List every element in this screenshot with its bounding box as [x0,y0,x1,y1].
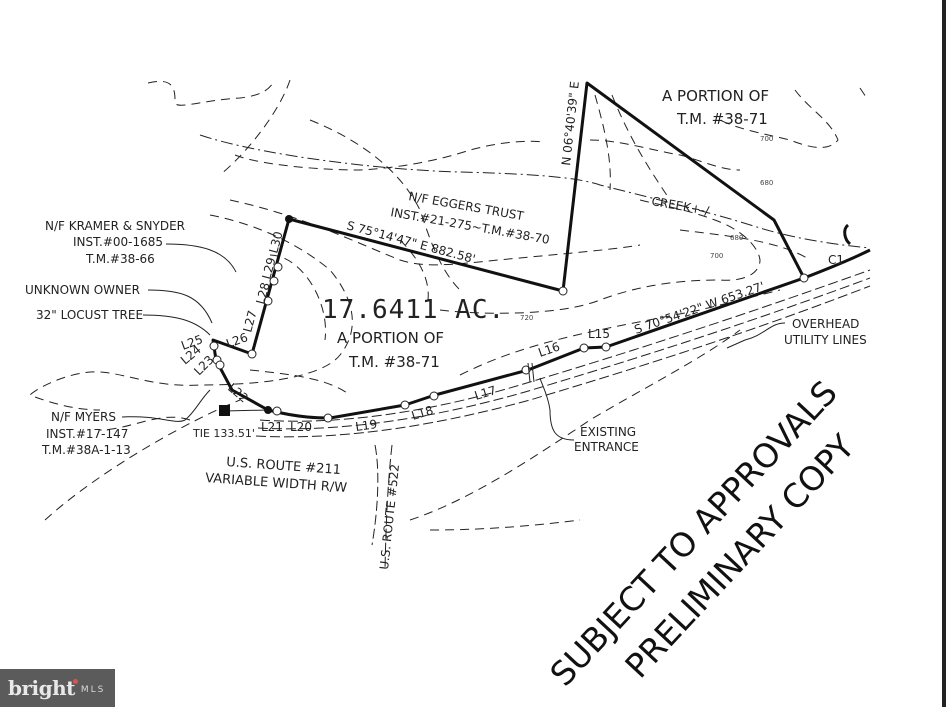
svg-text:L18: L18 [410,403,435,423]
acreage-label: 17.6411 AC. [322,295,505,325]
leader-lines [121,243,786,441]
contour-label: 700 [760,135,773,143]
svg-text:L26: L26 [224,330,249,351]
svg-text:OVERHEAD: OVERHEAD [792,317,859,331]
svg-text:L17: L17 [473,383,498,403]
adjoiner-unknown-owner: UNKNOWN OWNER [25,283,140,297]
bright-mls-logo: bright MLS [0,669,115,707]
page-edge-border [942,0,946,707]
main-parcel-line1: A PORTION OF [337,329,444,347]
overhead-utility-callout: OVERHEAD UTILITY LINES [784,317,867,347]
contour-label: 680 [730,234,743,242]
boundary-pins [209,262,809,423]
adjoiner-kramer: N/F KRAMER & SNYDER INST.#00-1685 T.M.#3… [45,219,185,266]
svg-text:UTILITY LINES: UTILITY LINES [784,333,867,347]
property-boundary [211,81,871,420]
route-211-label: U.S. ROUTE #211 VARIABLE WIDTH R/W [205,455,348,496]
svg-text:INST.#17-147: INST.#17-147 [46,427,128,441]
road-row-lines [255,269,871,571]
svg-text:T.M.#38-66: T.M.#38-66 [85,252,155,266]
logo-suffix: MLS [80,685,106,695]
logo-wordmark: bright [8,676,75,700]
edge-mark [843,223,852,246]
creek-label: CREEK+-/ [650,194,711,218]
logo-dot-icon [72,678,78,684]
svg-text:L20: L20 [290,420,312,434]
svg-text:INST.#00-1685: INST.#00-1685 [73,235,163,249]
svg-text:L28: L28 [253,281,272,306]
svg-text:L19: L19 [354,417,378,434]
existing-entrance-callout: EXISTING ENTRANCE [574,425,639,454]
contour-label: 680 [760,179,773,187]
contour-label: 700 [710,252,723,260]
svg-text:L30: L30 [266,230,285,255]
north-parcel-line2: T.M. #38-71 [676,110,768,128]
svg-text:L15: L15 [588,327,610,341]
svg-text:EXISTING: EXISTING [580,425,636,439]
adjoiner-myers: N/F MYERS INST.#17-147 T.M.#38A-1-13 [41,410,131,457]
svg-text:L16: L16 [536,339,561,359]
north-parcel-line1: A PORTION OF [662,87,769,105]
tie-monument [219,405,230,416]
svg-text:N/F KRAMER & SNYDER: N/F KRAMER & SNYDER [45,219,185,233]
main-parcel-line2: T.M. #38-71 [348,353,440,371]
segment-labels: L15 L16 L17 L18 L19 L20 L21 L22 L23 L24 … [178,230,844,434]
svg-text:N/F MYERS: N/F MYERS [51,410,116,424]
preliminary-watermark: SUBJECT TO APPROVALS PRELIMINARY COPY [542,373,862,693]
svg-text:L27: L27 [240,309,259,334]
svg-text:L21: L21 [261,420,283,434]
svg-text:C1: C1 [828,253,844,267]
svg-text:T.M.#38A-1-13: T.M.#38A-1-13 [41,443,131,457]
tie-label: TIE 133.51' [192,427,255,440]
locust-tree-label: 32" LOCUST TREE [36,308,143,322]
creek-line [199,134,871,249]
svg-text:L29: L29 [259,256,278,281]
route-522-label: U.S. ROUTE #522 [377,463,402,570]
contour-label: 720 [520,314,533,322]
svg-text:ENTRANCE: ENTRANCE [574,440,639,454]
